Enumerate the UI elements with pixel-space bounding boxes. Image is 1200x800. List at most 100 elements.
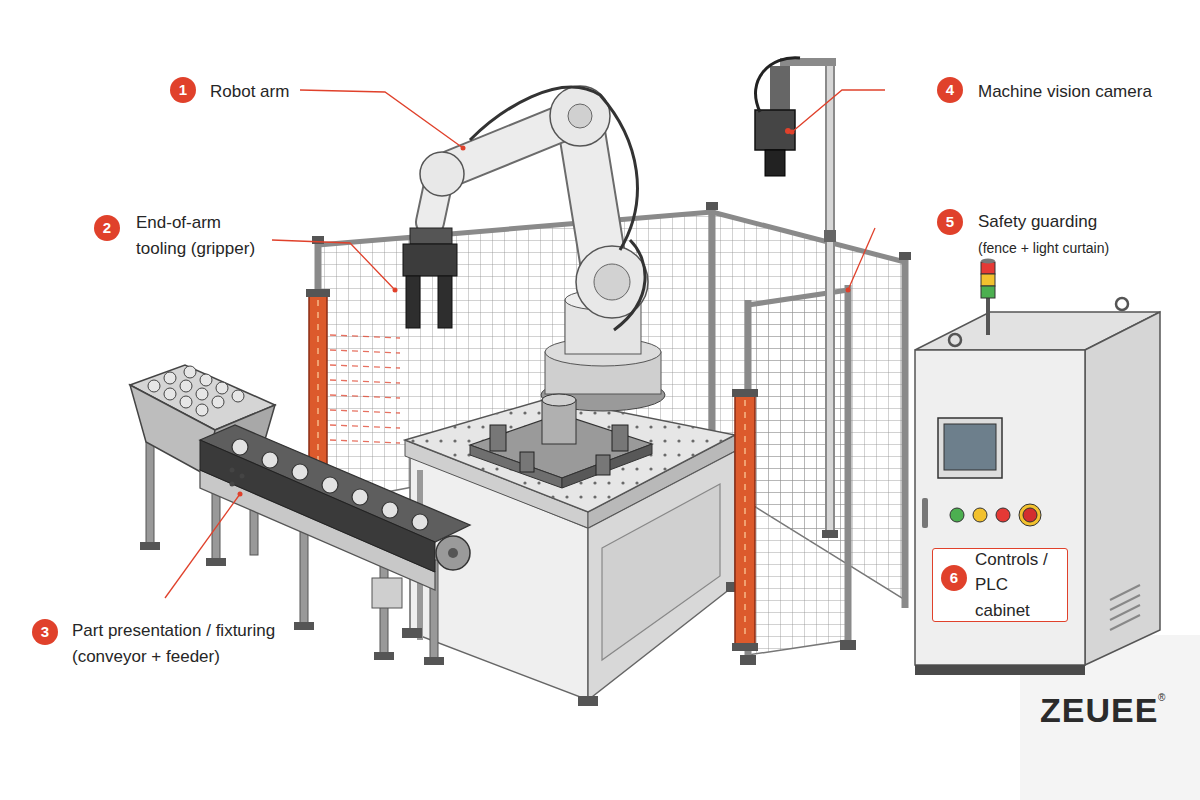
work-table [402, 398, 744, 706]
illustration-part [382, 502, 398, 518]
conveyor [436, 536, 470, 570]
fixture [470, 445, 562, 488]
fixture [470, 394, 652, 488]
conveyor [372, 578, 402, 608]
conveyor [146, 435, 154, 545]
robot-arm [614, 240, 645, 330]
vision-camera [822, 530, 838, 538]
control-cabinet [938, 418, 1002, 478]
light-curtain [306, 289, 330, 297]
light-curtain [732, 389, 758, 397]
illustration-part [292, 464, 308, 480]
fence-back [902, 256, 909, 608]
conveyor [448, 548, 458, 558]
illustration-part [196, 404, 208, 416]
control-cabinet [915, 665, 1085, 675]
illustration-part [212, 396, 224, 408]
robot-arm [410, 228, 452, 244]
vision-camera [825, 62, 835, 535]
control-cabinet [949, 334, 961, 346]
leader-dot [238, 130, 851, 497]
illustration-part [352, 489, 368, 505]
illustration-part [230, 468, 245, 487]
leader-line [165, 90, 885, 598]
illustration-part [232, 439, 248, 455]
control-cabinet [981, 259, 995, 264]
illustration-part [330, 335, 400, 443]
watermark: ® [1158, 693, 1165, 703]
control-cabinet [1019, 504, 1041, 526]
illustration-part [330, 350, 400, 353]
illustration-part [330, 425, 400, 428]
control-cabinet [1085, 312, 1160, 665]
fence-back [312, 236, 324, 244]
robot-arm [438, 276, 452, 328]
leader-line [272, 240, 395, 290]
robot-arm [420, 152, 464, 196]
illustration-part [148, 366, 244, 416]
illustration-part [412, 514, 428, 530]
control-cabinet [915, 259, 1160, 676]
fence-back [899, 252, 911, 260]
robot-arm [470, 87, 637, 250]
leader-dot [393, 288, 398, 293]
fixture [542, 400, 576, 444]
illustration-part [230, 482, 235, 487]
callout-number: 6 [941, 565, 967, 591]
part-name: End-of-arm tooling (gripper) [136, 210, 266, 263]
leader-line [792, 90, 885, 132]
control-cabinet [944, 424, 996, 470]
fence-front [845, 285, 852, 645]
vision-camera [827, 62, 833, 535]
conveyor [130, 365, 470, 665]
illustration-part [330, 410, 400, 413]
leader-dot [790, 130, 795, 135]
light-curtain [744, 400, 746, 640]
control-cabinet [981, 286, 995, 298]
illustration-part [200, 374, 212, 386]
illustration-part [330, 380, 400, 383]
callout-number: 1 [170, 77, 196, 103]
leader-line [300, 90, 463, 148]
conveyor [424, 657, 444, 665]
illustration-part [330, 440, 400, 443]
control-cabinet [1116, 298, 1128, 310]
light-curtain [309, 295, 327, 485]
conveyor [206, 558, 226, 566]
illustration-part [164, 388, 176, 400]
illustration-part [1110, 585, 1140, 630]
control-cabinet [996, 508, 1010, 522]
fixture [612, 425, 628, 451]
work-table [578, 696, 598, 706]
control-cabinet [922, 498, 928, 528]
fence-back [318, 212, 712, 245]
illustration-part [184, 366, 196, 378]
illustration-part [164, 372, 176, 384]
illustration-part [330, 365, 400, 368]
work-table [405, 398, 735, 512]
vision-camera [755, 110, 795, 150]
fixture [490, 425, 506, 451]
conveyor [200, 440, 435, 572]
fixture [562, 444, 652, 488]
vision-camera [824, 230, 836, 242]
work-table [405, 398, 735, 512]
illustration-part [262, 452, 278, 468]
robot-arm [568, 104, 592, 128]
part-name: Robot arm [210, 79, 289, 105]
illustration-part [1110, 615, 1140, 630]
fence-front [740, 655, 756, 665]
leader-line [848, 228, 875, 290]
robot-arm [406, 276, 420, 328]
conveyor [294, 622, 314, 630]
light-curtain [317, 300, 319, 480]
part-name: Controls / PLC cabinet [975, 547, 1059, 624]
control-cabinet [981, 262, 995, 274]
illustration-part [196, 388, 208, 400]
leader-dot [238, 492, 243, 497]
control-cabinet [915, 350, 1085, 665]
robot-arm [403, 86, 665, 411]
control-cabinet [973, 508, 987, 522]
